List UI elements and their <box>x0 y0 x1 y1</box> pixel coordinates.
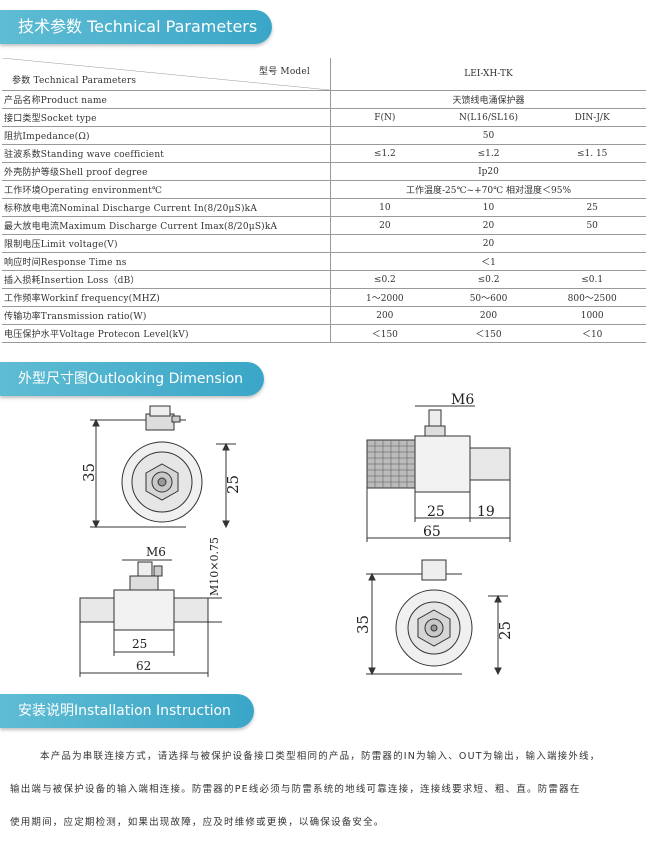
param-value: ≤0.2 <box>373 274 396 285</box>
dim-m6-side: M6 <box>451 392 474 408</box>
dim-width-25: 25 <box>224 475 242 494</box>
small-side-view-drawing: M6 M10×0.75 25 62 <box>79 537 222 677</box>
param-value: 20 <box>379 220 391 231</box>
param-value: 25 <box>586 202 598 213</box>
param-values: 1～2000 50～600 800～2500 <box>330 288 646 307</box>
param-label: 外壳防护等级Shell proof degree <box>2 162 331 181</box>
front-view-right-drawing: 35 25 <box>354 559 514 676</box>
param-label: 限制电压Limit voltage(V) <box>2 234 331 253</box>
param-label: 产品名称Product name <box>2 90 331 109</box>
table-row: 驻波系数Standing wave coefficient≤1.2≤1.2≤1.… <box>2 144 646 163</box>
param-values: Ip20 <box>330 162 646 181</box>
param-label: 最大放电电流Maximum Discharge Current Imax(8/2… <box>2 216 331 235</box>
technical-parameters-table: 型号 Model 参数 Technical Parameters LEI-XH-… <box>2 58 646 343</box>
param-value: ≤1. 15 <box>576 148 608 159</box>
model-label: 型号 Model <box>258 67 310 77</box>
param-value: ＜10 <box>581 330 603 340</box>
dim-m6-small: M6 <box>146 545 166 559</box>
param-value: ＜150 <box>371 330 398 340</box>
param-value: ≤1.2 <box>373 148 396 159</box>
table-row: 传输功率Transmission ratio(W) 200 200 1000 <box>2 306 646 325</box>
param-label: 电压保护水平Voltage Protecon Level(kV) <box>2 324 331 343</box>
table-row: 限制电压Limit voltage(V)20 <box>2 234 646 253</box>
param-label: 响应时间Response Time ns <box>2 252 331 271</box>
dim-height-35: 35 <box>80 463 98 482</box>
install-paragraph-1: 本产品为串联连接方式，请选择与被保护设备接口类型相同的产品，防雷器的IN为输入、… <box>40 751 601 762</box>
table-row: 接口类型Socket type F(N) N(L16/SL16) DIN-J/K <box>2 108 646 127</box>
dim-thread-m10: M10×0.75 <box>208 537 221 596</box>
param-label: 标称放电电流Nominal Discharge Current In(8/20μ… <box>2 198 331 217</box>
parameters-label: 参数 Technical Parameters <box>12 76 137 86</box>
param-value: N(L16/SL16) <box>459 112 518 123</box>
dim-tail-19: 19 <box>477 504 495 520</box>
param-value: 10 <box>482 202 495 213</box>
param-label: 工作频率Workinf frequency(MHZ) <box>2 288 331 307</box>
param-values: 工作温度-25℃~+70℃ 相对湿度＜95% <box>330 180 646 199</box>
param-value: 20 <box>482 220 495 231</box>
section-title-outlook-dimension: 外型尺寸图Outlooking Dimension <box>0 362 264 396</box>
param-values: 天馈线电涌保护器 <box>330 90 646 109</box>
param-value: DIN-J/K <box>574 112 610 123</box>
param-values: 20 20 50 <box>330 216 646 235</box>
table-row: 最大放电电流Maximum Discharge Current Imax(8/2… <box>2 216 646 235</box>
param-label: 插入损耗Insertion Loss（dB） <box>2 270 331 289</box>
dim-total-65: 65 <box>423 524 441 540</box>
diagonal-line <box>2 58 330 90</box>
param-values: F(N) N(L16/SL16) DIN-J/K <box>330 108 646 127</box>
installation-text: 本产品为串联连接方式，请选择与被保护设备接口类型相同的产品，防雷器的IN为输入、… <box>10 740 638 839</box>
param-values: ≤1.2 ≤1.2 ≤1. 15 <box>330 144 646 163</box>
param-value: ＜150 <box>475 330 502 340</box>
param-values: ≤0.2 ≤0.2 ≤0.1 <box>330 270 646 289</box>
table-header-row: 型号 Model 参数 Technical Parameters LEI-XH-… <box>2 58 646 91</box>
front-view-drawing: 35 25 <box>80 405 242 529</box>
table-row: 工作频率Workinf frequency(MHZ) 1～2000 50～600 80… <box>2 288 646 307</box>
param-value: 50 <box>586 220 598 231</box>
table-row: 阻抗Impedance(Ω)50 <box>2 126 646 145</box>
param-label: 接口类型Socket type <box>2 108 331 127</box>
param-label: 工作环境Operating environment℃ <box>2 180 331 199</box>
table-row: 响应时间Response Time ns＜1 <box>2 252 646 271</box>
param-label: 驻波系数Standing wave coefficient <box>2 144 331 163</box>
param-value: ≤1.2 <box>477 148 500 159</box>
model-value: LEI-XH-TK <box>330 58 646 91</box>
table-row: 标称放电电流Nominal Discharge Current In(8/20μ… <box>2 198 646 217</box>
param-value: 200 <box>479 310 498 321</box>
header-diagonal-cell: 型号 Model 参数 Technical Parameters <box>2 58 331 91</box>
param-value: F(N) <box>374 112 396 123</box>
param-values: ＜1 <box>330 252 646 271</box>
side-view-drawing: M6 25 19 65 <box>366 392 511 542</box>
param-value: ≤0.2 <box>477 274 500 285</box>
param-label: 传输功率Transmission ratio(W) <box>2 306 331 325</box>
table-row: 插入损耗Insertion Loss（dB） ≤0.2 ≤0.2 ≤0.1 <box>2 270 646 289</box>
dim-small-62: 62 <box>136 659 151 673</box>
install-paragraph-2: 输出端与被保护设备的输入端相连接。防雷器的PE线必须与防雷系统的地线可靠连接，连… <box>10 784 581 795</box>
param-values: 20 <box>330 234 646 253</box>
param-value: 10 <box>379 202 391 213</box>
param-value: 200 <box>376 310 394 321</box>
param-value: 1000 <box>580 310 604 321</box>
install-paragraph-3: 使用期间，应定期检测，如果出现故障，应及时维修或更换，以确保设备安全。 <box>10 817 385 828</box>
param-label: 阻抗Impedance(Ω) <box>2 126 331 145</box>
param-values: 200 200 1000 <box>330 306 646 325</box>
param-value: 800～2500 <box>567 294 617 304</box>
param-value: 50～600 <box>469 294 508 304</box>
param-value: 1～2000 <box>366 294 404 304</box>
section-title-installation: 安装说明Installation Instruction <box>0 694 254 728</box>
dim-small-25: 25 <box>132 637 147 651</box>
dim-width-25-b: 25 <box>496 621 514 640</box>
param-values: 50 <box>330 126 646 145</box>
table-row: 电压保护水平Voltage Protecon Level(kV)＜150＜150… <box>2 324 646 343</box>
param-values: ＜150 ＜150 ＜10 <box>330 324 646 343</box>
param-values: 10 10 25 <box>330 198 646 217</box>
section-title-technical-parameters: 技术参数 Technical Parameters <box>0 10 272 44</box>
param-value: ≤0.1 <box>581 274 604 285</box>
dim-body-25: 25 <box>427 504 445 520</box>
dim-height-35-b: 35 <box>354 615 372 634</box>
